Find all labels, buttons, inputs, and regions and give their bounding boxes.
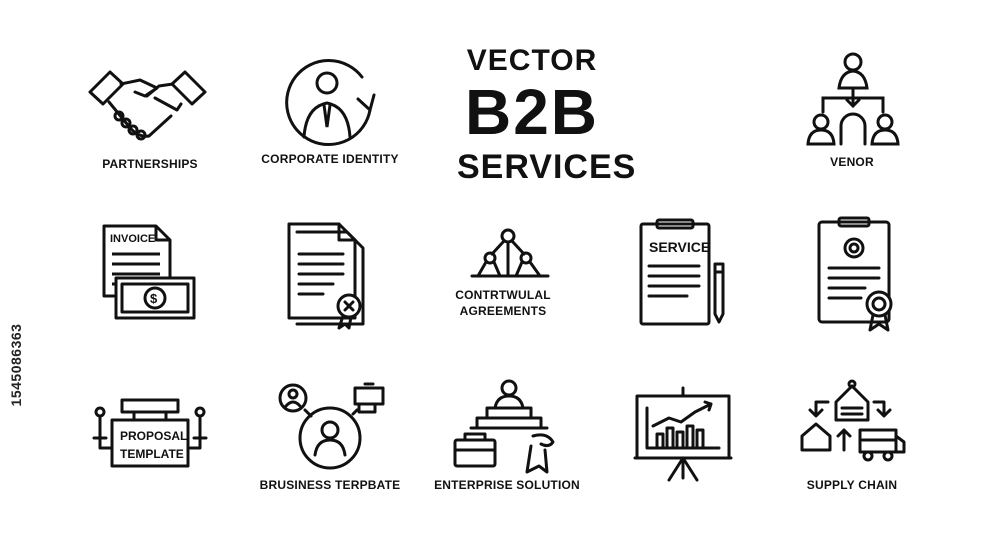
- business-target-icon: [275, 380, 390, 475]
- label-business-template: BRUSINESS TERPBATE: [259, 478, 401, 492]
- invoice-cash-icon: INVOICE $: [100, 222, 200, 322]
- invoice-text: INVOICE: [110, 233, 155, 245]
- label-supply-chain: SUPPLY CHAIN: [806, 478, 898, 492]
- title-b2b: B2B: [464, 76, 600, 148]
- network-triangle-icon: [470, 228, 550, 280]
- proposal-text: PROPOSAL: [120, 429, 187, 443]
- label-corporate-identity: CORPORATE IDENTITY: [261, 152, 399, 166]
- service-text: SERVICE: [649, 239, 710, 255]
- presentation-chart-icon: [633, 386, 733, 482]
- label-contractual-agreements: CONTRTWULAL AGREEMENTS: [448, 287, 558, 319]
- label-contractual-agreements-text: CONTRTWULAL AGREEMENTS: [455, 288, 551, 318]
- label-partnerships: PARTNERSHIPS: [102, 157, 198, 171]
- title-services: SERVICES: [457, 148, 637, 186]
- org-hierarchy-icon: [803, 50, 903, 148]
- supply-chain-icon: [798, 378, 908, 473]
- stock-id-vertical: 1545086363: [6, 300, 26, 430]
- person-cycle-icon: [282, 55, 382, 150]
- template-text: TEMPLATE: [120, 447, 184, 461]
- certified-document-icon: [283, 220, 378, 330]
- enterprise-podium-icon: [453, 378, 563, 478]
- svg-text:$: $: [150, 291, 158, 306]
- label-venor: VENOR: [830, 155, 874, 169]
- stock-id-text: 1545086363: [8, 323, 24, 407]
- handshake-icon: [85, 62, 210, 147]
- service-clipboard-icon: SERVICE: [637, 218, 732, 330]
- proposal-sign-icon: PROPOSAL TEMPLATE: [90, 398, 210, 470]
- label-enterprise-solution: ENTERPRISE SOLUTION: [434, 478, 580, 492]
- award-clipboard-icon: [815, 216, 900, 334]
- title-vector: VECTOR: [466, 44, 598, 77]
